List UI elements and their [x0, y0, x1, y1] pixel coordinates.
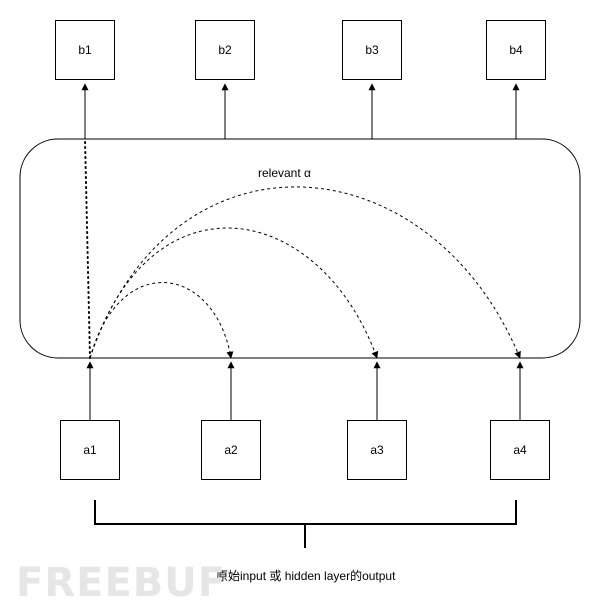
node-b1: b1: [55, 20, 115, 80]
dotted-a1-to-b1: [84, 138, 91, 359]
input-bracket: [94, 500, 517, 525]
node-b3: b3: [342, 20, 402, 80]
node-a3: a3: [347, 420, 407, 480]
relevant-alpha-label: relevant α: [258, 166, 311, 180]
attention-arc-a1-a4: [89, 186, 521, 359]
attention-arc-a1-a3: [89, 227, 379, 359]
watermark-logo: FREEBUF: [16, 560, 227, 606]
node-a2: a2: [201, 420, 261, 480]
bracket-label: 原始input 或 hidden layer的output: [216, 569, 396, 583]
node-b2: b2: [195, 20, 255, 80]
node-a4: a4: [490, 420, 550, 480]
node-b4: b4: [486, 20, 546, 80]
node-a1: a1: [60, 420, 120, 480]
attention-layer-box: [19, 138, 581, 359]
